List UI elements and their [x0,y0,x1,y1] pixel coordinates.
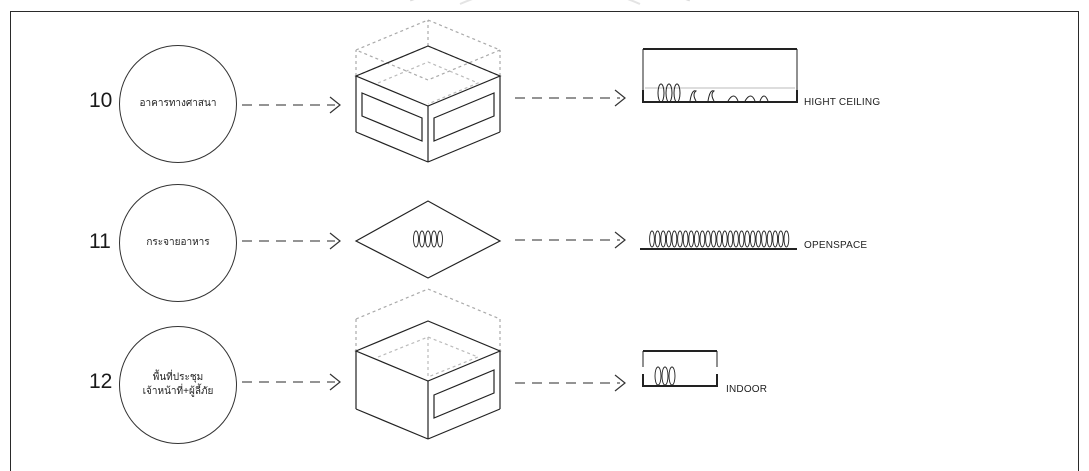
high-ceiling-section-icon [642,48,798,103]
person-icon [665,230,672,248]
person-icon [744,230,751,248]
row-number: 11 [89,230,111,253]
row-graphics [242,200,797,279]
person-icon [693,230,700,248]
person-icon [772,230,779,248]
person-icon [766,230,773,248]
dashed-arrow-icon [515,231,626,249]
output-label: HIGHT CEILING [804,97,881,108]
activity-label: กระจายอาหาร [146,236,210,248]
row-12: 12 พื้นที่ประชุม เจ้าหน้าที่+ผู้ลี้ภัย [0,288,1089,449]
person-icon [699,230,706,248]
diagram-frame [10,11,1079,471]
indoor-section-icon [642,350,718,387]
activity-circle: พื้นที่ประชุม เจ้าหน้าที่+ผู้ลี้ภัย [119,326,237,444]
person-icon [777,230,784,248]
person-icon [654,230,661,248]
enclosed-box-icon [354,288,502,440]
dashed-arrow-icon [515,374,626,392]
row-number: 12 [89,370,113,393]
person-icon [649,230,655,248]
person-icon [749,230,756,248]
row-graphics [242,19,798,163]
person-icon [761,230,767,248]
output-label: INDOOR [726,384,768,395]
person-icon [727,230,734,248]
person-icon [688,230,695,248]
person-icon [671,230,678,248]
person-icon [710,230,717,248]
activity-circle: กระจายอาหาร [119,184,237,302]
person-icon [721,230,728,248]
dashed-arrow-icon [242,96,341,114]
person-icon [755,230,762,248]
person-icon [660,230,667,248]
dashed-arrow-icon [242,232,341,250]
row-10: 10 อาคารทางศาสนา [0,19,1089,175]
person-icon [705,230,711,248]
row-graphics [242,288,718,440]
person-icon [733,230,739,248]
person-icon [783,230,790,248]
open-box-icon [354,19,502,163]
ground-plane-icon [354,200,502,279]
person-icon [677,230,683,248]
person-icon [716,230,723,248]
person-icon [738,230,745,248]
dashed-arrow-icon [242,373,341,391]
output-label: OPENSPACE [804,240,868,251]
dashed-arrow-icon [515,89,626,107]
row-number: 10 [89,89,113,112]
activity-circle: อาคารทางศาสนา [119,45,237,163]
activity-label: พื้นที่ประชุม เจ้าหน้าที่+ผู้ลี้ภัย [142,371,214,398]
openspace-section-icon [640,230,797,250]
row-11: 11 กระจายอาหาร OPENSPACE [0,173,1089,313]
person-icon [682,230,689,248]
activity-label: อาคารทางศาสนา [139,97,217,109]
